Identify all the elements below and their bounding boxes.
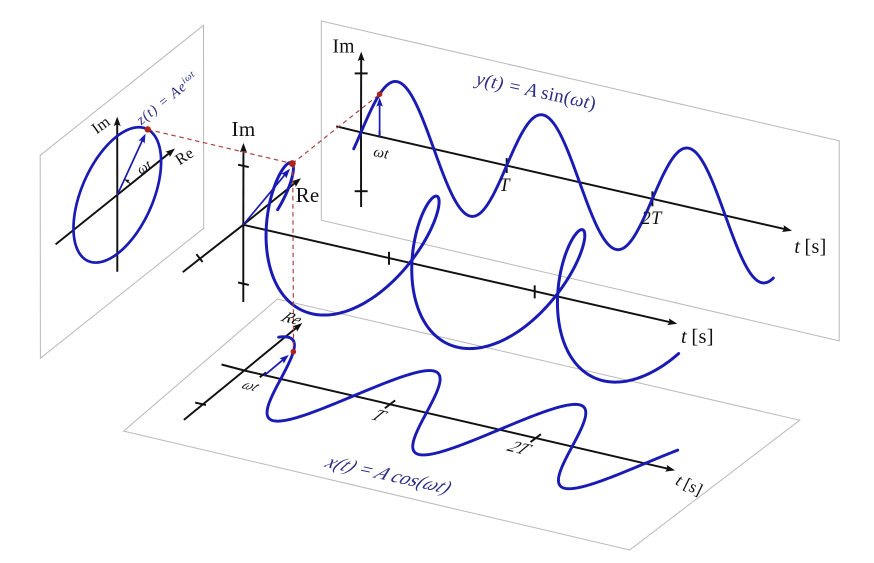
svg-text:ωt: ωt — [372, 144, 391, 163]
svg-text:t [s]: t [s] — [794, 236, 826, 258]
svg-text:Im: Im — [232, 117, 256, 141]
svg-text:2T: 2T — [642, 209, 664, 229]
svg-text:T: T — [499, 176, 511, 196]
svg-text:Re: Re — [296, 183, 320, 207]
svg-text:t [s]: t [s] — [681, 326, 714, 348]
svg-text:Im: Im — [332, 37, 354, 58]
